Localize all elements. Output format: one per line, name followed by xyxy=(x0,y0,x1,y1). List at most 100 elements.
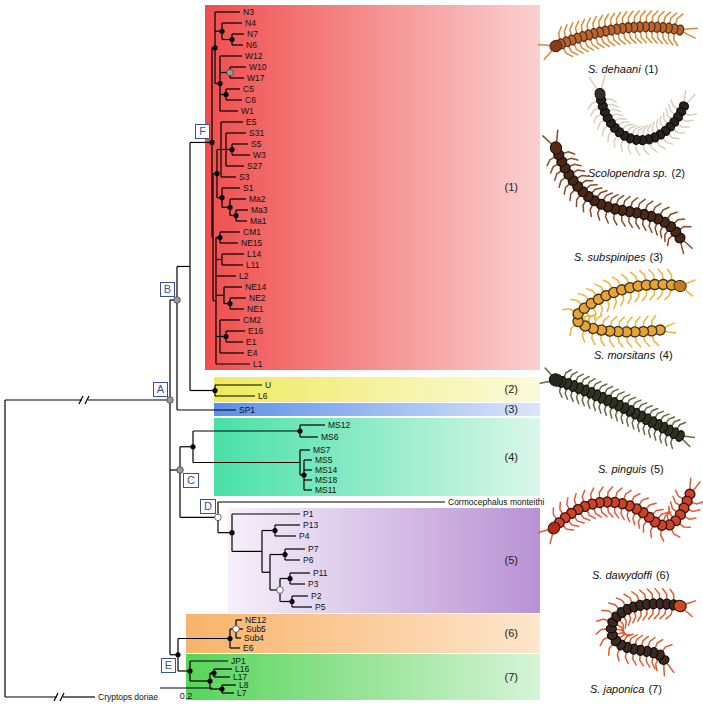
clade-number: (7) xyxy=(505,672,518,683)
node-dot xyxy=(287,576,292,581)
tree-branch xyxy=(221,176,236,177)
tree-branch xyxy=(230,77,244,78)
node-dot xyxy=(301,472,306,477)
tree-branch xyxy=(292,606,312,607)
taxon-label: L2 xyxy=(239,272,248,281)
tree-branch xyxy=(236,637,241,638)
clade-letter: A xyxy=(157,383,164,395)
taxon-label: MS14 xyxy=(315,466,337,475)
tree-branch xyxy=(285,559,300,560)
tree-branch xyxy=(290,572,310,573)
taxon-label: L1 xyxy=(253,360,262,369)
tree-branch xyxy=(220,231,240,232)
tree-branch xyxy=(222,264,243,265)
tree-branch xyxy=(216,275,236,276)
tree-branch xyxy=(216,363,250,364)
taxon-label: S27 xyxy=(247,162,262,171)
centipede-illustration xyxy=(543,130,692,253)
taxon-label: P2 xyxy=(311,592,321,601)
tree-branch xyxy=(230,198,246,199)
centipede-illustration xyxy=(539,478,703,543)
tree-branch xyxy=(262,572,270,573)
node-dot xyxy=(217,81,222,86)
node-dot xyxy=(277,587,284,594)
tree-branch xyxy=(190,660,228,661)
node-dot xyxy=(219,686,224,691)
tree-branch xyxy=(220,242,238,243)
centipede-illustration xyxy=(596,589,695,676)
node-dot xyxy=(215,514,222,521)
tree-branch xyxy=(226,88,240,89)
tree-branch xyxy=(304,479,312,480)
centipede-head xyxy=(549,140,564,156)
taxon-label: N7 xyxy=(247,30,258,39)
taxon-label: P7 xyxy=(308,545,318,554)
taxon-label: E6 xyxy=(243,644,253,653)
tree-branch xyxy=(230,297,246,298)
tree-branch xyxy=(220,352,244,353)
taxon-label: C6 xyxy=(245,96,256,105)
taxon-label: Ma3 xyxy=(251,206,268,215)
tree-branch xyxy=(292,595,308,596)
taxon-label: P3 xyxy=(308,580,318,589)
tree-branch xyxy=(79,396,83,404)
node-dot xyxy=(227,636,232,641)
tree-branch xyxy=(232,143,248,144)
taxon-label: L11 xyxy=(246,261,260,270)
tree-branch xyxy=(212,174,213,301)
clade-box: E xyxy=(161,658,176,673)
node-dot xyxy=(229,147,234,152)
node-dot xyxy=(174,297,181,304)
tree-branch xyxy=(176,266,177,410)
taxon-label: E16 xyxy=(248,327,263,336)
taxon-label: W17 xyxy=(247,74,264,83)
tree-branch xyxy=(304,459,312,460)
clade-box: D xyxy=(200,499,216,514)
tree-branch xyxy=(218,501,445,502)
taxon-label: NE15 xyxy=(241,239,262,248)
node-dot xyxy=(207,678,212,683)
centipede-illustration xyxy=(538,11,697,60)
tree-branch xyxy=(179,447,180,518)
tree-branch xyxy=(222,187,240,188)
node-dot xyxy=(223,334,228,339)
tree-branch xyxy=(226,132,246,133)
tree-branch xyxy=(214,668,232,669)
species-name: S. subspinipes xyxy=(574,252,646,263)
tree-branch xyxy=(236,619,242,620)
clade-number: (2) xyxy=(505,384,518,395)
tree-branch xyxy=(222,22,242,23)
node-dot xyxy=(175,652,180,657)
clade-number: (1) xyxy=(645,64,658,75)
clade-number: (6) xyxy=(656,570,669,581)
tree-branch xyxy=(304,489,312,490)
node-dot xyxy=(227,301,232,306)
clade-letter: B xyxy=(164,283,171,295)
taxon-label: E1 xyxy=(246,338,256,347)
tree-branch xyxy=(232,33,244,34)
clade-number: (3) xyxy=(650,252,663,263)
tree-branch xyxy=(160,687,212,688)
taxon-label: P6 xyxy=(303,556,313,565)
tree-branch xyxy=(85,396,89,404)
clade-band: (5) xyxy=(228,508,540,613)
node-dot xyxy=(211,670,216,675)
clade-box: C xyxy=(183,473,199,488)
taxon-label: Sub5 xyxy=(246,625,266,634)
tree-branch xyxy=(269,555,270,591)
tree-branch xyxy=(54,693,58,701)
tree-branch xyxy=(221,121,243,122)
clade-number: (2) xyxy=(672,168,685,179)
taxon-label: E5 xyxy=(246,118,256,127)
tree-branch xyxy=(216,259,222,260)
tree-branch xyxy=(232,513,300,514)
clade-number: (5) xyxy=(650,464,663,475)
tree-branch xyxy=(232,44,243,45)
centipede-head xyxy=(548,372,565,388)
tree-branch xyxy=(226,330,245,331)
tree-branch xyxy=(190,680,210,681)
taxon-label: Ma1 xyxy=(250,217,267,226)
node-dot xyxy=(167,397,174,404)
tree-branch xyxy=(63,696,95,697)
node-dot xyxy=(223,92,228,97)
